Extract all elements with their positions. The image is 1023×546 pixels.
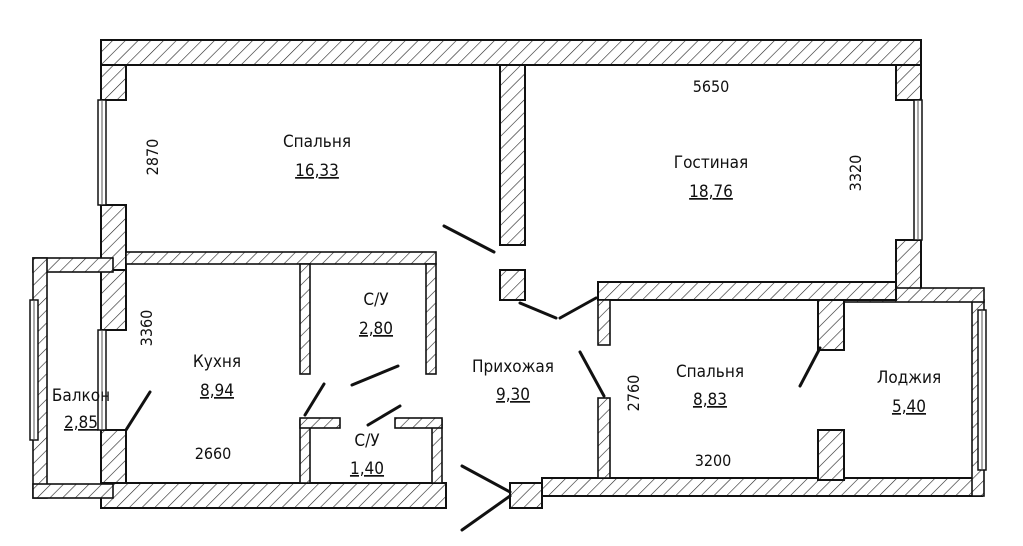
exterior-walls xyxy=(32,39,985,509)
door-kitchen xyxy=(303,382,326,417)
room-bath1-name: С/У xyxy=(363,290,389,310)
dim-bedroom1-depth: 2870 xyxy=(143,139,162,176)
windows xyxy=(29,99,987,471)
entrance-door-2 xyxy=(460,494,512,532)
dim-living-width: 5650 xyxy=(693,77,730,96)
room-bedroom1-name: Спальня xyxy=(283,132,351,152)
dimension-labels: 5650 3320 2870 3360 2660 2760 3200 xyxy=(137,77,865,470)
room-hall-name: Прихожая xyxy=(472,357,554,377)
interior-walls xyxy=(125,64,897,484)
door-living-2 xyxy=(558,296,598,320)
room-labels: Спальня 16,33 Гостиная 18,76 Кухня 8,94 … xyxy=(52,132,941,479)
door-bath2 xyxy=(366,404,402,427)
dim-kitchen-depth: 3360 xyxy=(137,310,156,347)
door-balcony xyxy=(124,390,152,432)
room-loggia-name: Лоджия xyxy=(877,368,941,388)
door-living xyxy=(518,301,558,320)
room-living-name: Гостиная xyxy=(674,153,749,173)
room-kitchen-area: 8,94 xyxy=(200,381,234,401)
door-loggia xyxy=(798,346,822,388)
room-living-area: 18,76 xyxy=(689,182,733,202)
room-bath2-area: 1,40 xyxy=(350,459,384,479)
dim-bedroom2-width: 3200 xyxy=(695,451,732,470)
room-balcony-name: Балкон xyxy=(52,386,110,406)
room-kitchen-name: Кухня xyxy=(193,352,241,372)
room-bedroom2-area: 8,83 xyxy=(693,390,727,410)
room-bath2-name: С/У xyxy=(354,431,380,451)
room-bedroom2-name: Спальня xyxy=(676,362,744,382)
room-bedroom1-area: 16,33 xyxy=(295,161,339,181)
room-balcony-area: 2,85 xyxy=(64,413,98,433)
entrance-door xyxy=(460,464,512,494)
dim-bedroom2-depth: 2760 xyxy=(624,375,643,412)
door-bedroom1 xyxy=(442,224,496,254)
room-loggia-area: 5,40 xyxy=(892,397,926,417)
dim-kitchen-width: 2660 xyxy=(195,444,232,463)
doors xyxy=(124,224,822,532)
room-hall-area: 9,30 xyxy=(496,385,530,405)
dim-living-depth: 3320 xyxy=(846,155,865,192)
door-bedroom2 xyxy=(578,350,606,398)
room-bath1-area: 2,80 xyxy=(359,319,393,339)
door-bath1 xyxy=(350,364,400,387)
